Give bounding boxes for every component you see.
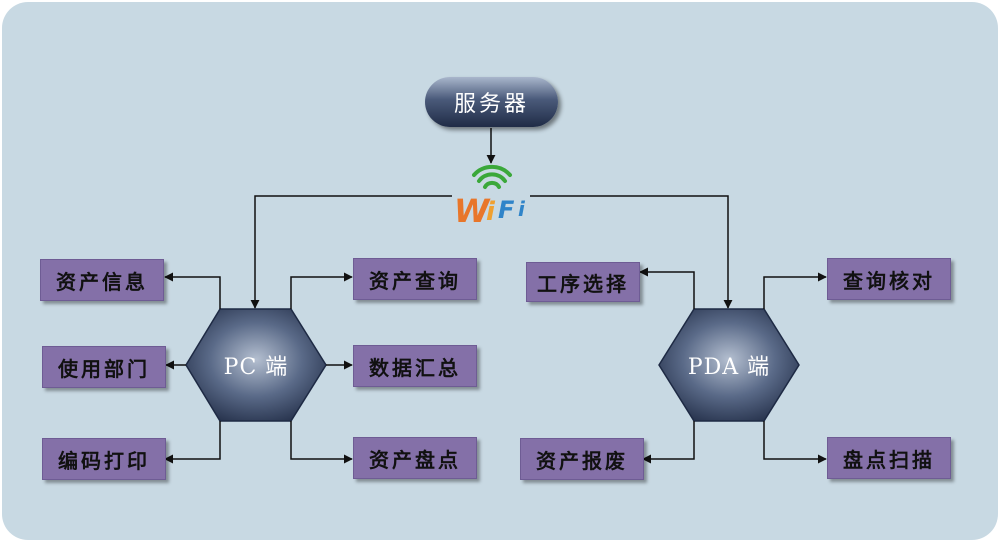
box-process-select: 工序选择 — [526, 262, 640, 302]
pda-to-asset-scrap — [642, 421, 695, 464]
pc-label: PC 端 — [223, 355, 289, 380]
box-asset-scrap: 资产报废 — [520, 438, 644, 480]
box-query-check: 查询核对 — [827, 258, 951, 300]
box-department: 使用部门 — [42, 346, 166, 388]
pda-to-query-check — [763, 272, 827, 309]
wifi-pda-connector — [530, 195, 733, 309]
box-data-summary: 数据汇总 — [353, 345, 477, 387]
pda-label: PDA 端 — [687, 355, 771, 380]
pda-to-process-select — [639, 267, 695, 309]
server-node: 服务器 — [425, 77, 558, 127]
svg-text:i: i — [486, 197, 496, 227]
svg-text:i: i — [518, 197, 526, 221]
box-asset-info: 资产信息 — [40, 259, 164, 301]
svg-text:F: F — [498, 196, 515, 224]
wifi-logo: W i F i — [454, 192, 526, 230]
box-code-print: 编码打印 — [42, 438, 166, 480]
pc-to-asset-inventory — [290, 421, 353, 464]
pda-to-inventory-scan — [763, 421, 827, 464]
wifi-pc-connector — [250, 195, 452, 309]
pc-to-code-print — [164, 421, 221, 464]
svg-text:W: W — [454, 192, 491, 230]
wifi-signal-icon — [472, 164, 512, 189]
pc-to-asset-info — [164, 272, 221, 309]
box-asset-query: 资产查询 — [353, 258, 477, 300]
box-asset-inventory: 资产盘点 — [353, 437, 477, 479]
box-inventory-scan: 盘点扫描 — [827, 437, 951, 479]
pc-to-asset-query — [290, 272, 353, 309]
